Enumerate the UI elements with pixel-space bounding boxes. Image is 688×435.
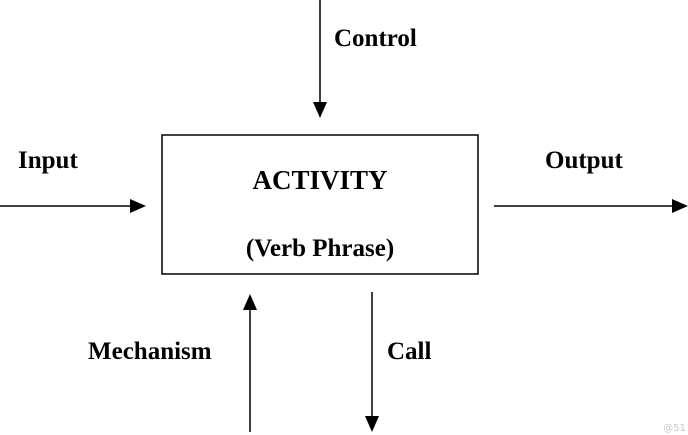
activity-title: ACTIVITY	[252, 165, 388, 195]
call-arrow	[365, 292, 379, 432]
output-arrow	[494, 199, 688, 213]
watermark: @51	[663, 423, 686, 434]
activity-subtitle: (Verb Phrase)	[245, 235, 395, 262]
input-arrow	[0, 199, 146, 213]
control-label: Control	[334, 25, 417, 52]
mechanism-label: Mechanism	[88, 338, 212, 365]
output-label: Output	[545, 147, 623, 174]
call-label: Call	[387, 338, 432, 365]
control-arrow	[313, 0, 327, 118]
input-label: Input	[18, 147, 78, 174]
mechanism-arrow	[243, 294, 257, 432]
activity-box	[161, 134, 479, 275]
